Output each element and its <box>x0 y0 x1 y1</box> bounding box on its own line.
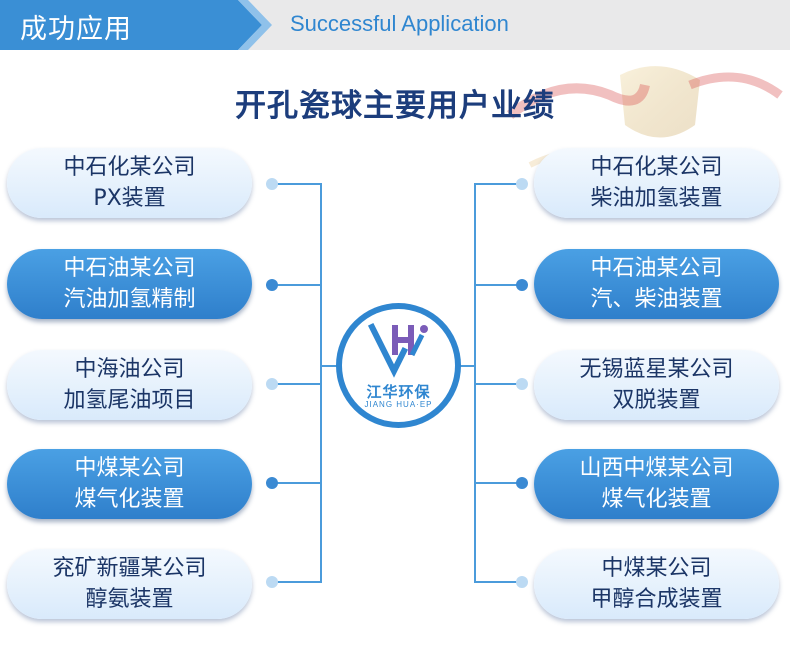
card-line1: 中煤某公司 <box>74 456 185 481</box>
card-line1: 兖矿新疆某公司 <box>52 556 207 581</box>
company-logo: 江华环保 JIANG HUA·EP <box>336 303 461 428</box>
left-connector-1 <box>272 183 322 185</box>
right-connector-2 <box>474 284 522 286</box>
right-connector-5 <box>474 581 522 583</box>
right-connector-1 <box>474 183 522 185</box>
card-line1: 中煤某公司 <box>601 556 712 581</box>
header-title-block <box>0 0 262 50</box>
right-dot-1 <box>516 178 528 190</box>
left-dot-5 <box>266 576 278 588</box>
right-card-5: 中煤某公司 甲醇合成装置 <box>534 549 779 619</box>
right-dot-3 <box>516 378 528 390</box>
left-connector-3 <box>272 383 322 385</box>
card-line2: 甲醇合成装置 <box>590 587 723 612</box>
left-dot-4 <box>266 477 278 489</box>
card-line2: 加氢尾油项目 <box>63 388 196 413</box>
left-dot-3 <box>266 378 278 390</box>
left-card-5: 兖矿新疆某公司 醇氨装置 <box>7 549 252 619</box>
left-card-2: 中石油某公司 汽油加氢精制 <box>7 249 252 319</box>
card-line2: 汽油加氢精制 <box>63 287 196 312</box>
left-card-4: 中煤某公司 煤气化装置 <box>7 449 252 519</box>
right-dot-4 <box>516 477 528 489</box>
logo-brand-en: JIANG HUA·EP <box>364 400 433 409</box>
right-connector-4 <box>474 482 522 484</box>
logo-brand-cn: 江华环保 <box>366 383 431 401</box>
card-line1: 山西中煤某公司 <box>579 456 734 481</box>
jianghua-logo-icon <box>367 322 428 378</box>
right-card-3: 无锡蓝星某公司 双脱装置 <box>534 350 779 420</box>
card-line1: 中海油公司 <box>74 357 185 382</box>
left-connector-to-logo <box>320 365 338 367</box>
left-connector-4 <box>272 482 322 484</box>
card-line2: 煤气化装置 <box>74 487 185 512</box>
left-card-1: 中石化某公司 PX装置 <box>7 148 252 218</box>
left-connector-5 <box>272 581 322 583</box>
card-line1: 中石化某公司 <box>63 155 196 180</box>
page-title: 开孔瓷球主要用户业绩 <box>235 88 555 124</box>
right-card-4: 山西中煤某公司 煤气化装置 <box>534 449 779 519</box>
header-title-cn: 成功应用 <box>20 14 132 45</box>
header-title-en: Successful Application <box>290 11 509 36</box>
right-card-2: 中石油某公司 汽、柴油装置 <box>534 249 779 319</box>
right-connector-3 <box>474 383 522 385</box>
left-dot-1 <box>266 178 278 190</box>
card-line2: 汽、柴油装置 <box>590 287 723 312</box>
left-dot-2 <box>266 279 278 291</box>
card-line2: 柴油加氢装置 <box>590 186 723 211</box>
card-line1: 中石油某公司 <box>590 256 723 281</box>
card-line2: 双脱装置 <box>612 388 701 413</box>
card-line1: 无锡蓝星某公司 <box>579 357 734 382</box>
left-connector-2 <box>272 284 322 286</box>
left-card-3: 中海油公司 加氢尾油项目 <box>7 350 252 420</box>
right-dot-2 <box>516 279 528 291</box>
card-line2: 醇氨装置 <box>85 587 174 612</box>
card-line1: 中石化某公司 <box>590 155 723 180</box>
right-dot-5 <box>516 576 528 588</box>
right-card-1: 中石化某公司 柴油加氢装置 <box>534 148 779 218</box>
section-header: 成功应用 Successful Application <box>0 0 790 50</box>
right-connector-to-logo <box>458 365 476 367</box>
card-line1: 中石油某公司 <box>63 256 196 281</box>
card-line2: 煤气化装置 <box>601 487 712 512</box>
card-line2: PX装置 <box>93 186 166 211</box>
